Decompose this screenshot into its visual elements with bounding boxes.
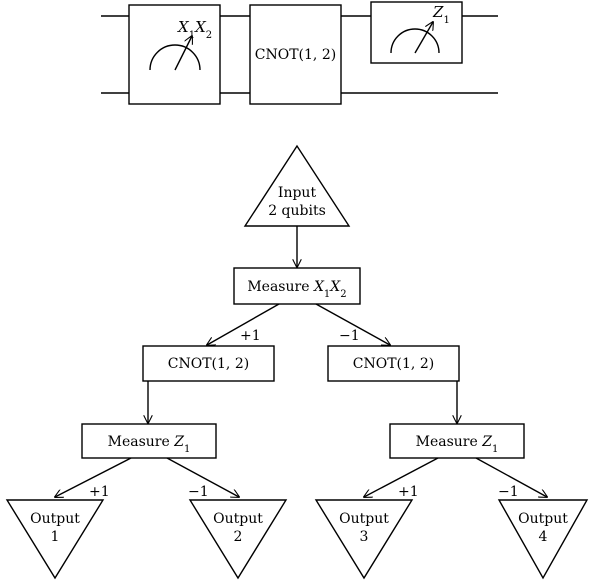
measure-x1x2-gate: X1X2 <box>128 4 221 105</box>
output-4-line-2: 4 <box>539 529 548 545</box>
output-node-4: Output 4 <box>497 499 589 580</box>
output-3-line-2: 3 <box>360 529 369 545</box>
branch-label-minus-top: −1 <box>339 328 360 344</box>
measure-x1x2-node: Measure X1X2 <box>233 267 361 305</box>
gate-z1-label: Z1 <box>432 3 450 26</box>
output-2-line-2: 2 <box>234 529 243 545</box>
cnot-right-node: CNOT(1, 2) <box>327 345 460 382</box>
output-node-1: Output 1 <box>5 499 105 580</box>
output-4-line-1: Output <box>518 511 568 527</box>
measurement-meter-icon-2 <box>390 28 440 54</box>
meter-needle-arrow-icon <box>174 36 192 71</box>
cnot-left-node: CNOT(1, 2) <box>142 345 275 382</box>
cnot-left-label: CNOT(1, 2) <box>168 356 249 372</box>
measure-z1-gate: Z1 <box>370 1 463 64</box>
gate-x1x2-label: X1X2 <box>177 18 212 41</box>
meter-needle-arrow-icon-2 <box>414 22 433 54</box>
edge-left-minus-to-output-2 <box>166 457 239 497</box>
cnot-right-label: CNOT(1, 2) <box>353 356 434 372</box>
edge-right-minus-to-output-4 <box>475 457 547 497</box>
output-1-line-1: Output <box>30 511 80 527</box>
measurement-meter-icon <box>149 44 201 71</box>
measure-z1-right-label: Measure Z1 <box>416 434 499 455</box>
branch-label-plus-right: +1 <box>398 484 419 500</box>
output-3-line-1: Output <box>339 511 389 527</box>
quantum-circuit: X1X2 CNOT(1, 2) Z1 <box>101 1 498 105</box>
output-node-2: Output 2 <box>188 499 288 580</box>
cnot-gate: CNOT(1, 2) <box>249 4 342 105</box>
output-1-line-2: 1 <box>51 529 60 545</box>
cnot-gate-label: CNOT(1, 2) <box>255 47 336 63</box>
branch-label-plus-left: +1 <box>89 484 110 500</box>
output-2-line-1: Output <box>213 511 263 527</box>
input-line-1: Input <box>278 185 317 201</box>
measure-z1-right-node: Measure Z1 <box>389 423 525 459</box>
output-node-3: Output 3 <box>314 499 414 580</box>
edge-plus-to-cnot-left <box>207 303 280 345</box>
input-line-2: 2 qubits <box>268 203 326 219</box>
input-node: Input 2 qubits <box>243 144 351 227</box>
branch-label-minus-right: −1 <box>498 484 519 500</box>
measure-z1-left-label: Measure Z1 <box>108 434 191 455</box>
edge-right-plus-to-output-3 <box>364 457 439 497</box>
branch-label-minus-left: −1 <box>188 484 209 500</box>
branch-label-plus-top: +1 <box>240 328 261 344</box>
edge-left-plus-to-output-1 <box>55 457 132 497</box>
measure-x1x2-label: Measure X1X2 <box>247 279 346 300</box>
measure-z1-left-node: Measure Z1 <box>81 423 217 459</box>
decision-tree: Input 2 qubits Measure X1X2 +1 −1 CNOT(1… <box>5 144 589 580</box>
edge-minus-to-cnot-right <box>315 303 390 345</box>
